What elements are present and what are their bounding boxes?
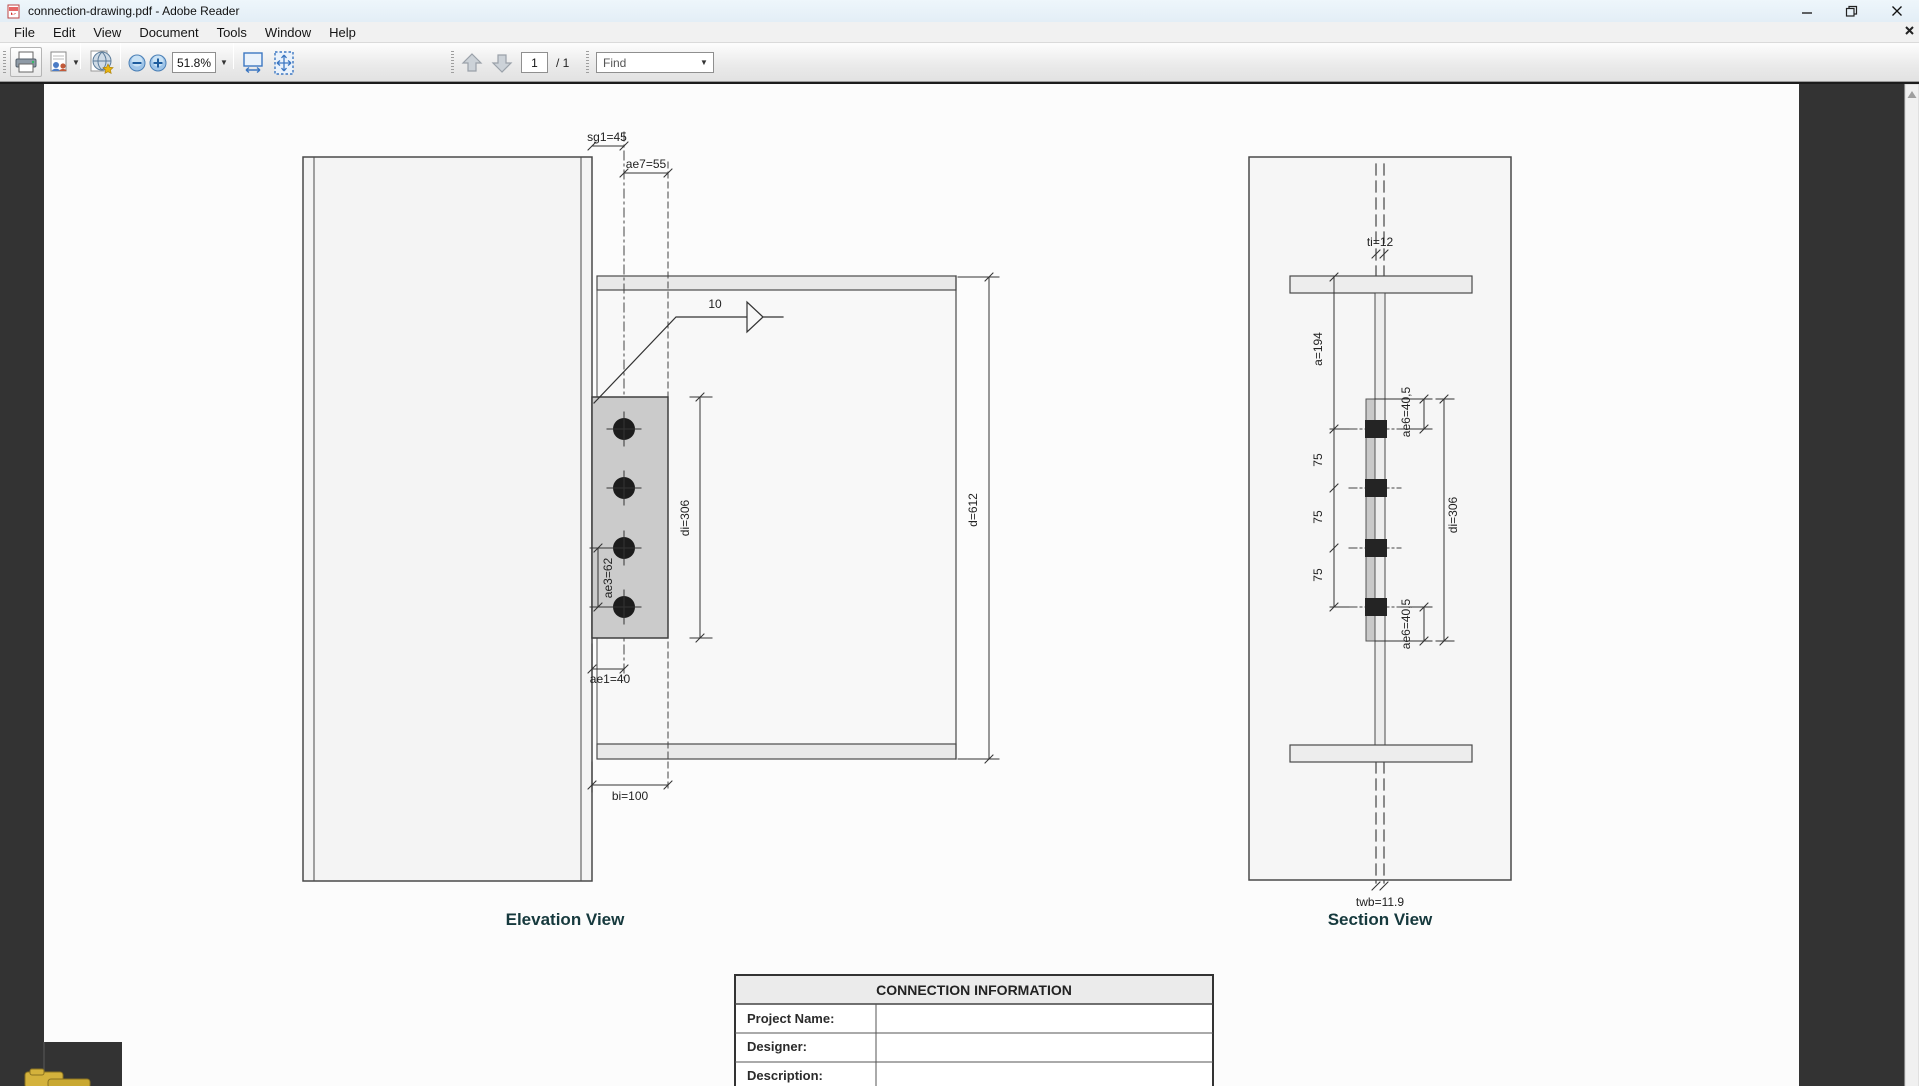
desktop-folder-overlay xyxy=(0,1042,122,1086)
menu-file[interactable]: File xyxy=(14,24,35,40)
next-page-button[interactable] xyxy=(490,43,514,82)
dim-ae7: ae7=55 xyxy=(626,157,667,171)
elevation-view-title: Elevation View xyxy=(506,910,626,929)
menu-window[interactable]: Window xyxy=(264,24,312,40)
dim-ae1: ae1=40 xyxy=(590,672,631,686)
dim-ae6-bottom: ae6=40,5 xyxy=(1399,598,1413,649)
document-canvas: 10 xyxy=(0,82,1919,1086)
dim-pitch-2: 75 xyxy=(1311,510,1325,524)
pdf-page-view: 10 xyxy=(0,84,1919,1086)
toolbar: ▼ xyxy=(0,43,1919,82)
menu-document[interactable]: Document xyxy=(139,24,199,40)
dim-di-section: di=306 xyxy=(1446,496,1460,533)
toolbar-grip[interactable] xyxy=(3,50,6,75)
table-row-label: Project Name: xyxy=(747,1011,834,1026)
fit-width-button[interactable] xyxy=(242,43,264,82)
previous-page-button[interactable] xyxy=(460,43,484,82)
menubar-close-icon[interactable] xyxy=(1904,25,1915,36)
table-row-label: Description: xyxy=(747,1068,823,1083)
toolbar-grip[interactable] xyxy=(451,50,454,75)
dim-di-elevation: di=306 xyxy=(678,499,692,536)
dim-bi: bi=100 xyxy=(612,789,649,803)
menu-help[interactable]: Help xyxy=(329,24,356,40)
folder-icon[interactable] xyxy=(24,1068,91,1086)
vertical-scrollbar[interactable] xyxy=(1904,84,1919,1086)
find-input[interactable] xyxy=(596,52,714,73)
dim-d: d=612 xyxy=(966,493,980,527)
restore-button[interactable] xyxy=(1829,0,1874,22)
fit-page-button[interactable] xyxy=(272,43,296,82)
menu-view[interactable]: View xyxy=(93,24,122,40)
zoom-out-button[interactable] xyxy=(128,43,146,82)
dim-pitch-1: 75 xyxy=(1311,453,1325,467)
close-button[interactable] xyxy=(1874,0,1919,22)
dim-weld-size: 10 xyxy=(708,297,722,311)
menu-edit[interactable]: Edit xyxy=(52,24,76,40)
minimize-button[interactable] xyxy=(1784,0,1829,22)
dim-sg1: sg1=45 xyxy=(587,130,627,144)
scrollbar-up-icon xyxy=(1907,91,1917,98)
menu-bar: File Edit View Document Tools Window Hel… xyxy=(0,22,1919,43)
table-title: CONNECTION INFORMATION xyxy=(876,982,1072,998)
pdf-file-icon xyxy=(6,4,21,19)
dim-a: a=194 xyxy=(1311,332,1325,366)
menu-tools[interactable]: Tools xyxy=(216,24,247,40)
connection-info-table: CONNECTION INFORMATION Project Name: Des… xyxy=(734,974,1214,1086)
dim-twb: twb=11.9 xyxy=(1356,895,1404,909)
title-bar: connection-drawing.pdf - Adobe Reader xyxy=(0,0,1919,22)
share-document-button[interactable]: ▼ xyxy=(46,43,80,82)
elevation-view: 10 xyxy=(302,130,1000,929)
find-dropdown-icon[interactable]: ▼ xyxy=(700,58,708,67)
table-row-label: Designer: xyxy=(747,1039,807,1054)
page-total-label: / 1 xyxy=(556,55,570,70)
zoom-dropdown-icon[interactable]: ▼ xyxy=(220,58,228,67)
dim-ti: ti=12 xyxy=(1367,235,1394,249)
zoom-in-button[interactable] xyxy=(149,43,167,82)
page-number-input[interactable] xyxy=(521,52,548,73)
section-view: ti=12 a=194 75 75 75 ae6=40,5 ae6=40,5 d… xyxy=(1248,156,1512,929)
section-view-title: Section View xyxy=(1328,910,1433,929)
window-title: connection-drawing.pdf - Adobe Reader xyxy=(28,4,240,18)
zoom-level-input[interactable] xyxy=(172,52,216,73)
share-dropdown-icon[interactable]: ▼ xyxy=(72,58,80,67)
dim-ae6-top: ae6=40,5 xyxy=(1399,386,1413,437)
dim-pitch-3: 75 xyxy=(1311,568,1325,582)
print-button[interactable] xyxy=(10,47,42,77)
upload-acrobat-button[interactable] xyxy=(88,43,116,82)
toolbar-grip[interactable] xyxy=(586,50,589,75)
dim-ae3: ae3=62 xyxy=(601,557,615,598)
